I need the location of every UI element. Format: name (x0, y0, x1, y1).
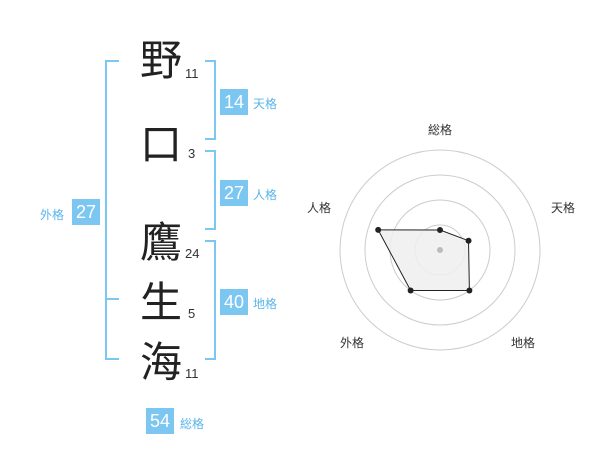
chikaku-bracket (205, 240, 216, 360)
radar-point (375, 226, 382, 233)
radar-point (466, 287, 473, 294)
radar-ring (414, 224, 466, 276)
radar-axis-label-2: 地格 (511, 335, 535, 350)
kanji-4: 生 (139, 278, 182, 327)
gaikaku-value: 27 (72, 199, 100, 225)
radar-polygon (377, 229, 470, 291)
tenkaku-bracket (205, 60, 216, 140)
radar-ring (364, 174, 516, 326)
radar-ring (389, 199, 491, 301)
kanji-5: 海 (139, 338, 182, 387)
stroke-count-5: 11 (185, 366, 199, 381)
stroke-count-3: 24 (185, 246, 200, 261)
soukaku-value: 54 (146, 408, 174, 434)
gaikaku-divider (105, 298, 119, 300)
stroke-count-1: 11 (185, 66, 199, 81)
tenkaku-value: 14 (220, 89, 248, 115)
kanji-1: 野 (139, 36, 182, 85)
jinkaku-label: 人格 (253, 188, 278, 202)
jinkaku-bracket (205, 150, 216, 230)
radar-axis-label-0: 総格 (428, 122, 452, 137)
chikaku-label: 地格 (253, 297, 278, 311)
jinkaku-value: 27 (220, 180, 248, 206)
radar-axis-label-1: 天格 (551, 200, 575, 215)
radar-point (407, 287, 414, 294)
tenkaku-label: 天格 (253, 97, 278, 111)
soukaku-label: 総格 (180, 417, 205, 431)
kanji-3: 鷹 (139, 218, 182, 267)
chikaku-value: 40 (220, 289, 248, 315)
radar-point (465, 237, 472, 244)
radar-ring (339, 149, 541, 351)
radar-axis-label-3: 外格 (340, 335, 364, 350)
radar-center-dot (437, 247, 443, 253)
kanji-2: 口 (139, 120, 182, 169)
radar-axis-label-4: 人格 (307, 200, 331, 215)
stroke-count-2: 3 (188, 146, 196, 161)
gaikaku-bracket (105, 60, 119, 360)
stroke-count-4: 5 (188, 306, 196, 321)
gaikaku-label: 外格 (40, 208, 65, 222)
radar-point (437, 227, 443, 233)
